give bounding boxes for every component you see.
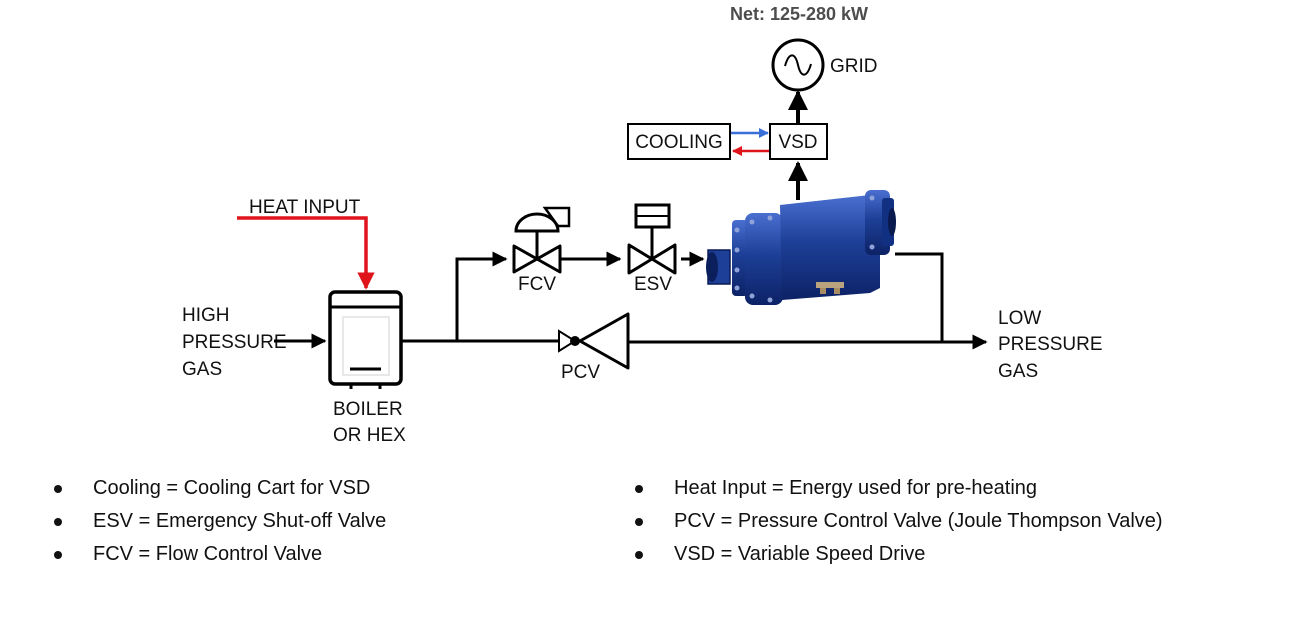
control-valve-icon [512, 206, 571, 274]
legend-item: PCV = Pressure Control Valve (Joule Thom… [635, 505, 1163, 538]
boiler-icon [328, 290, 403, 389]
legend-item: VSD = Variable Speed Drive [635, 538, 1163, 571]
check-valve-icon [558, 312, 630, 370]
outlet-label-line-1: LOW [998, 308, 1041, 329]
vsd-box [769, 123, 828, 160]
grid-label: GRID [830, 56, 878, 77]
cooling-label: COOLING [635, 132, 723, 153]
legend-item: FCV = Flow Control Valve [54, 538, 386, 571]
shutoff-valve-icon [627, 203, 677, 275]
esv-label: ESV [634, 274, 672, 295]
cooling-box [627, 123, 731, 160]
turbine-expander-image [706, 190, 896, 305]
heat-input-arrow [237, 216, 375, 290]
process-flow-diagram: Net: 125-280 kW GRID VSD COOLING HEAT IN… [182, 4, 1103, 446]
pcv-label: PCV [561, 362, 600, 383]
boiler-label-line-2: OR HEX [333, 425, 406, 446]
net-power-label: Net: 125-280 kW [730, 4, 868, 24]
outlet-label-line-3: GAS [998, 361, 1038, 382]
vsd-label: VSD [778, 132, 817, 153]
legend-item: ESV = Emergency Shut-off Valve [54, 505, 386, 538]
legend-right: Heat Input = Energy used for pre-heating… [635, 472, 1163, 571]
branch-to-fcv-arrow [455, 251, 508, 341]
heat-input-label: HEAT INPUT [249, 197, 361, 218]
legend-left: Cooling = Cooling Cart for VSD ESV = Eme… [54, 472, 386, 571]
legend-item: Cooling = Cooling Cart for VSD [54, 472, 386, 505]
boiler-label-line-1: BOILER [333, 399, 403, 420]
inlet-label-line-2: PRESSURE [182, 332, 287, 353]
inlet-label-line-3: GAS [182, 359, 222, 380]
legend-item: Heat Input = Energy used for pre-heating [635, 472, 1163, 505]
fcv-label: FCV [518, 274, 556, 295]
turbine-outlet-line [895, 252, 944, 342]
ac-generator-icon [771, 38, 825, 92]
inlet-label-line-1: HIGH [182, 305, 230, 326]
outlet-label-line-2: PRESSURE [998, 334, 1103, 355]
